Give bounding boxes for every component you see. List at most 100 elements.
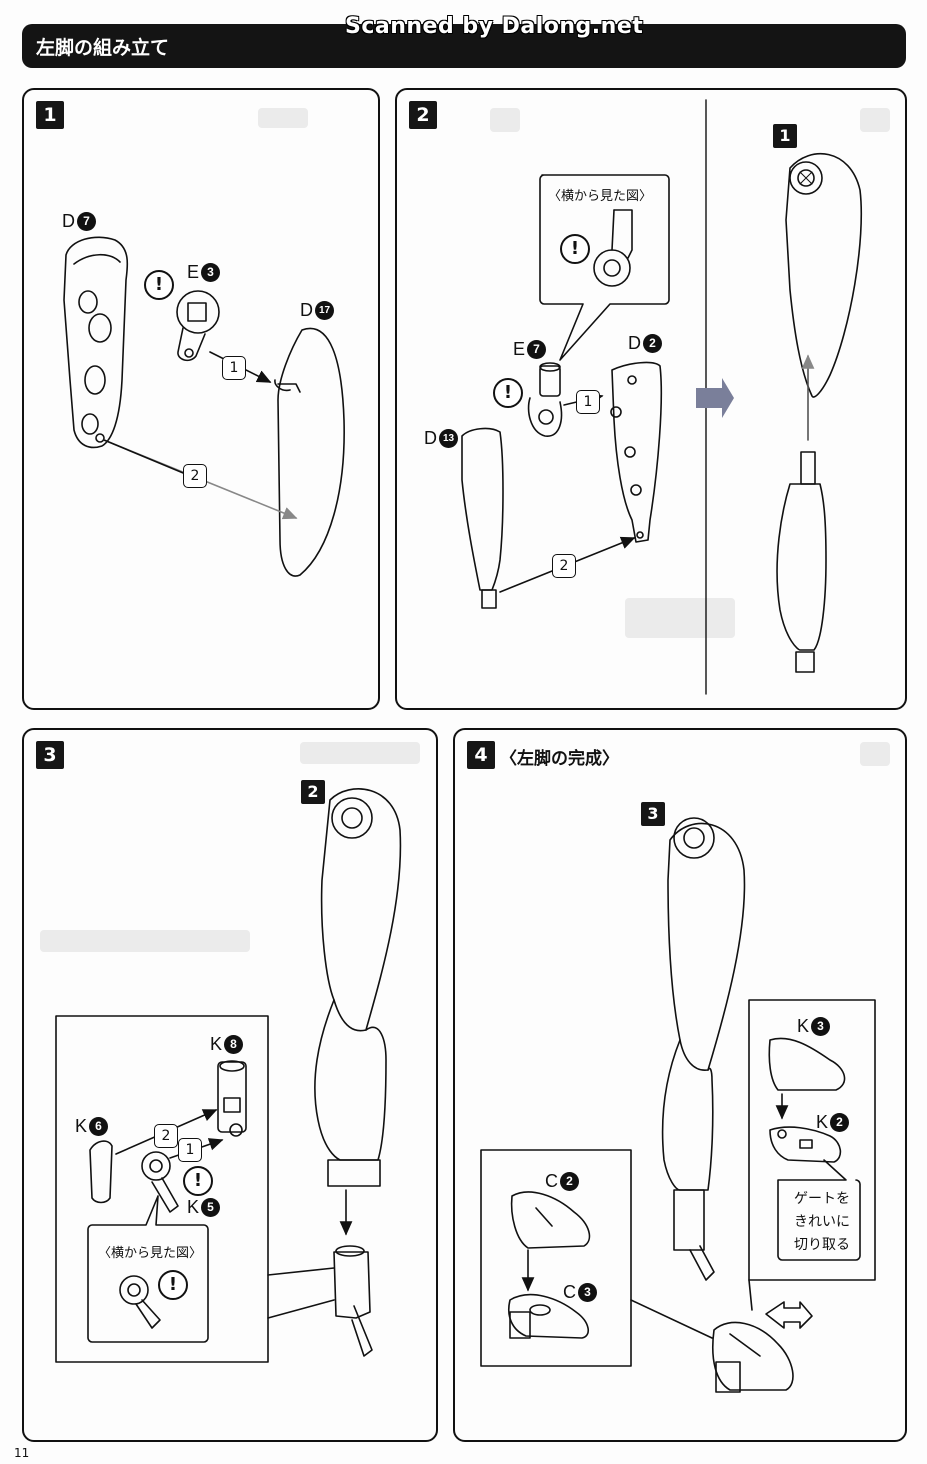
- leg-assembly-step3: [314, 788, 402, 1187]
- order-marker: 1: [222, 356, 246, 380]
- part-number-badge: 7: [527, 340, 547, 359]
- part-letter: C: [563, 1282, 576, 1302]
- side-view-joint: [593, 209, 633, 287]
- part-c2-loafer: [510, 1191, 591, 1249]
- ref-step-3: 3: [641, 802, 665, 826]
- part-d13-lowerleg: [461, 427, 504, 609]
- shoe-detail-box: [480, 1149, 632, 1367]
- side-view-joint: [119, 1275, 161, 1329]
- section-header: 左脚の組み立て: [22, 24, 906, 68]
- step-4-number: 4: [467, 741, 495, 769]
- step-3-number: 3: [36, 741, 64, 769]
- step-2-panel: [395, 88, 907, 710]
- gate-note: ゲートを きれいに 切り取る: [782, 1188, 862, 1257]
- ghost-text: [300, 742, 420, 764]
- warning-icon: !: [560, 234, 590, 264]
- result-lower-leg: [776, 451, 827, 673]
- ankle-assembly-step3: [333, 1245, 373, 1357]
- result-upper-leg: [785, 153, 863, 398]
- part-e7-joint: [527, 362, 563, 437]
- part-e3-joint: [176, 290, 220, 362]
- part-number-badge: 2: [643, 334, 662, 353]
- gate-note-line: きれいに: [794, 1214, 850, 1230]
- part-k5-joint: [141, 1151, 179, 1213]
- order-marker: 2: [154, 1124, 178, 1148]
- part-d7-shell: [63, 236, 129, 449]
- gate-note-line: ゲートを: [794, 1191, 850, 1207]
- part-letter: D: [628, 333, 641, 353]
- ghost-text: [490, 108, 520, 132]
- part-letter: D: [62, 211, 75, 231]
- warning-icon: !: [493, 378, 523, 408]
- part-number-badge: 2: [560, 1172, 579, 1191]
- order-marker: 1: [178, 1138, 202, 1162]
- section-title: 左脚の組み立て: [36, 37, 170, 59]
- step-4-panel: [453, 728, 907, 1442]
- step-4-title: 〈左脚の完成〉: [500, 749, 619, 769]
- part-number-badge: 3: [811, 1017, 831, 1036]
- finished-loafer: [711, 1321, 794, 1393]
- part-number-badge: 3: [201, 263, 221, 282]
- side-view-callout-box: [87, 1195, 209, 1343]
- part-letter: E: [513, 339, 526, 359]
- step-1-panel: [22, 88, 380, 710]
- part-number-badge: 3: [578, 1283, 597, 1302]
- side-view-callout-box: [539, 174, 670, 361]
- leg-assembly-step4: [661, 817, 746, 1281]
- ghost-text: [860, 742, 890, 766]
- result-arrow-icon: [696, 378, 734, 418]
- part-number-badge: 13: [439, 429, 458, 448]
- part-letter: K: [797, 1016, 810, 1036]
- warning-symbol: !: [570, 238, 580, 259]
- order-number: 2: [190, 468, 200, 484]
- part-letter: K: [816, 1112, 829, 1132]
- order-number: 1: [229, 360, 239, 376]
- part-number-badge: 5: [201, 1198, 221, 1217]
- part-letter: D: [424, 428, 437, 448]
- part-k3-shoe-top: [768, 1037, 846, 1091]
- part-letter: D: [300, 300, 313, 320]
- order-number: 1: [583, 394, 593, 410]
- part-letter: K: [187, 1197, 200, 1217]
- warning-symbol: !: [503, 382, 513, 403]
- double-arrow-icon: [765, 1301, 813, 1329]
- gate-note-line: 切り取る: [794, 1237, 850, 1253]
- ghost-text: [258, 108, 308, 128]
- side-view-title: 〈横から見た図〉: [98, 1246, 203, 1261]
- subassembly-detail-box: [55, 1015, 269, 1363]
- part-number-badge: 2: [830, 1113, 850, 1132]
- warning-icon: !: [158, 1270, 188, 1300]
- gate-detail-box: [748, 999, 876, 1281]
- warning-icon: !: [144, 270, 174, 300]
- part-k6-foot-peg: [89, 1140, 113, 1204]
- part-number-badge: 6: [89, 1117, 109, 1136]
- warning-icon: !: [183, 1166, 213, 1196]
- step-1-number: 1: [36, 101, 64, 129]
- part-c3-loafer-sole: [508, 1293, 589, 1339]
- ghost-text: [860, 108, 890, 132]
- ref-step-2: 2: [301, 780, 325, 804]
- order-marker: 1: [576, 390, 600, 414]
- page-number: 11: [14, 1446, 30, 1460]
- ghost-text: [625, 598, 735, 638]
- part-number-badge: 17: [315, 301, 334, 320]
- order-marker: 2: [183, 464, 207, 488]
- part-k2-sole: [769, 1126, 842, 1163]
- part-letter: C: [545, 1171, 558, 1191]
- warning-symbol: !: [193, 1170, 203, 1191]
- gate-note-callout: [777, 1159, 861, 1261]
- part-d17-thigh: [274, 327, 345, 577]
- step-2-number: 2: [409, 101, 437, 129]
